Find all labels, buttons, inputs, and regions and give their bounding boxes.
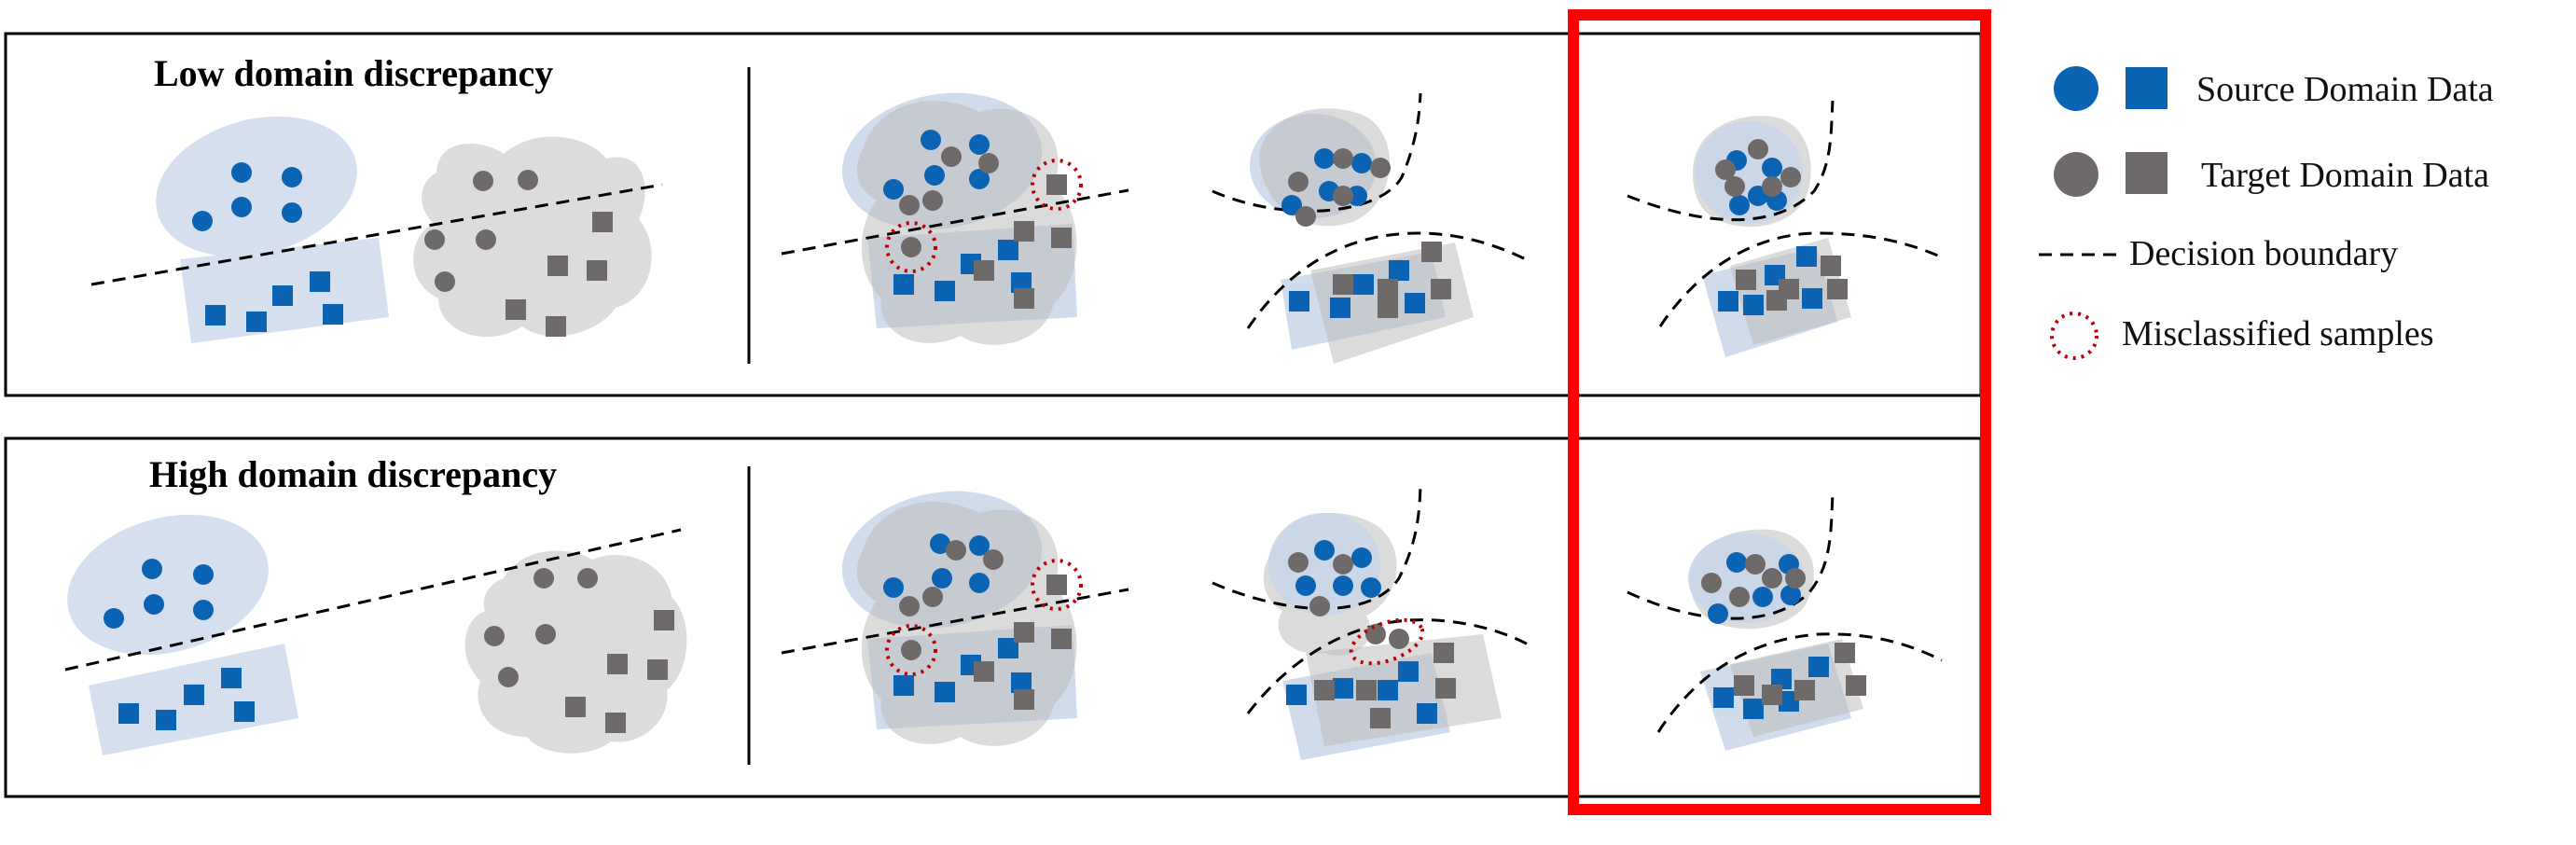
- source-points: [1286, 540, 1437, 724]
- target-region: [856, 502, 1077, 746]
- target-points: [1701, 554, 1866, 705]
- decision-boundary: [1246, 231, 1530, 329]
- stage-aligned: [1627, 100, 1941, 357]
- stage-alignment-partial: [781, 491, 1129, 746]
- panel-title: High domain discrepancy: [149, 453, 557, 495]
- panel-high-discrepancy: High domain discrepancy: [4, 436, 1983, 798]
- target-region: [856, 101, 1077, 345]
- decision-boundary: [781, 588, 1129, 655]
- target-points: [1288, 552, 1456, 728]
- misclassified-marker: [885, 624, 937, 676]
- target-region: [413, 136, 652, 338]
- legend-label: Target Domain Data: [2201, 156, 2489, 195]
- decision-boundary: [1627, 100, 1835, 222]
- panel-low-discrepancy: Low domain discrepancy: [4, 32, 1983, 397]
- stage-alignment-near: [1212, 484, 1530, 760]
- legend-item-target: Target Domain Data: [2054, 152, 2489, 197]
- misclassified-marker: [1031, 159, 1083, 211]
- misclassified-marker: [1349, 617, 1425, 666]
- source-region: [1688, 533, 1804, 623]
- target-points: [424, 170, 613, 337]
- legend-item-misclassified: Misclassified samples: [2050, 312, 2434, 360]
- legend-label: Source Domain Data: [2196, 70, 2494, 109]
- target-circle-icon: [2054, 152, 2098, 197]
- decision-boundary: [1658, 231, 1941, 327]
- stage-alignment-near: [1212, 92, 1530, 364]
- legend-label: Decision boundary: [2129, 234, 2398, 273]
- target-region: [464, 550, 687, 754]
- decision-boundary: [1212, 92, 1422, 213]
- legend-label: Misclassified samples: [2122, 314, 2434, 353]
- source-points: [883, 533, 1032, 702]
- legend: Source Domain Data Target Domain Data De…: [2039, 66, 2494, 360]
- target-points: [484, 568, 674, 733]
- decision-boundary: [90, 183, 663, 286]
- decision-boundary: [1246, 618, 1530, 714]
- source-circle-icon: [2054, 66, 2098, 111]
- stage-original: [64, 514, 687, 755]
- source-points: [1708, 552, 1829, 719]
- highlight-box: [1568, 9, 1991, 815]
- stage-aligned: [1627, 493, 1943, 751]
- target-points: [899, 540, 1072, 710]
- misclassified-marker: [1031, 559, 1083, 611]
- source-square-icon: [2126, 67, 2167, 109]
- misclassified-marker: [885, 221, 937, 273]
- source-region: [67, 514, 269, 656]
- stage-alignment-partial: [781, 92, 1129, 345]
- decision-boundary: [1656, 632, 1943, 733]
- decision-boundary: [1212, 484, 1422, 610]
- source-points: [104, 559, 255, 730]
- decision-boundary: [64, 528, 682, 672]
- panel-title: Low domain discrepancy: [154, 52, 553, 94]
- target-points: [899, 146, 1072, 309]
- decision-boundary: [1627, 493, 1835, 620]
- source-points: [883, 130, 1032, 301]
- legend-item-source: Source Domain Data: [2054, 66, 2494, 111]
- target-square-icon: [2126, 152, 2167, 194]
- source-points: [1281, 148, 1425, 318]
- stage-original: [90, 116, 663, 343]
- legend-item-boundary: Decision boundary: [2039, 234, 2398, 273]
- target-points: [1715, 139, 1848, 311]
- target-points: [1288, 148, 1451, 318]
- decision-boundary: [781, 188, 1129, 256]
- dotted-circle-icon: [2050, 312, 2098, 360]
- source-points: [192, 162, 343, 332]
